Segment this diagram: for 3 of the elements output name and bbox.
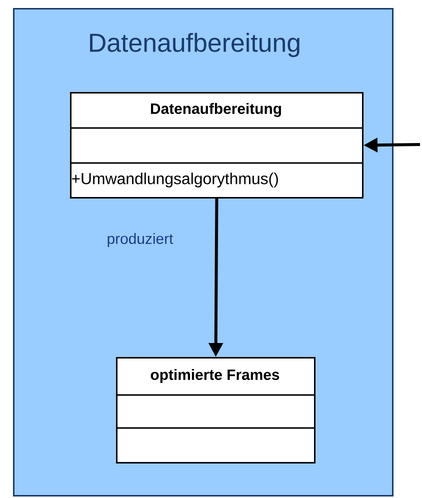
class-box: optimierte Frames: [116, 357, 316, 464]
class-box: Datenaufbereitung +Umwandlungsalgorythmus(): [70, 92, 364, 198]
edge-label: produziert: [106, 232, 174, 248]
